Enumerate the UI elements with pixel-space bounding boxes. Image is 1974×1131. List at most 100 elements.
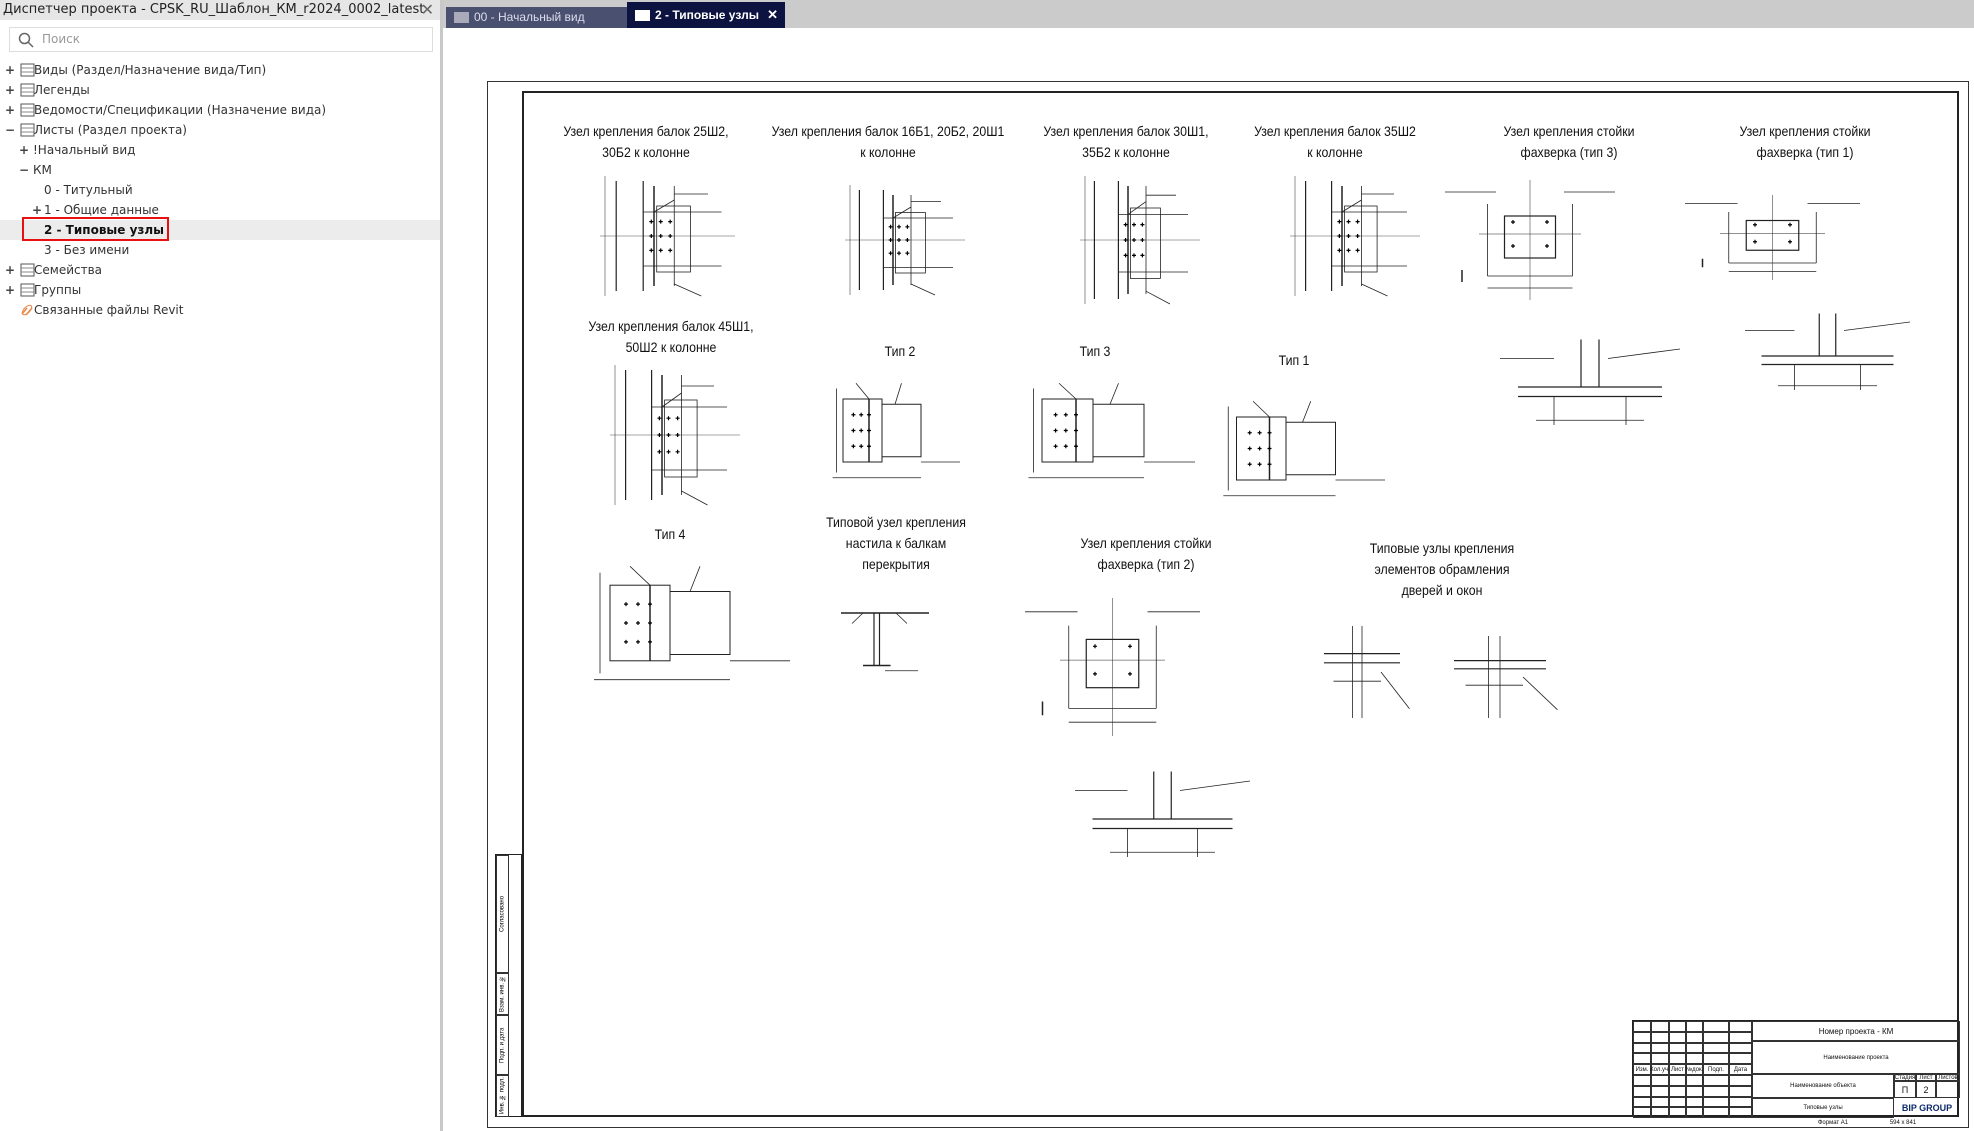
title-block-cell <box>1669 1042 1686 1054</box>
project-number: Номер проекта - КМ <box>1752 1021 1960 1041</box>
tree-item[interactable]: + Группы <box>0 280 440 300</box>
title-block-cell <box>1651 1021 1669 1032</box>
collapse-icon[interactable]: − <box>4 123 16 137</box>
groups-icon <box>20 283 35 297</box>
detail-drawing <box>610 365 740 506</box>
expand-icon[interactable]: + <box>4 83 16 97</box>
title-block-cell <box>1703 1053 1729 1065</box>
tree-item[interactable]: + Ведомости/Спецификации (Назначение вида… <box>0 100 440 120</box>
tree-item[interactable]: + Легенды <box>0 80 440 100</box>
tree-item[interactable]: Связанные файлы Revit <box>0 300 440 320</box>
strip-cell: Взам. инв. № <box>496 973 509 1015</box>
title-block-cell: Кол.уч. <box>1650 1064 1670 1075</box>
expand-icon[interactable]: + <box>4 63 16 77</box>
tree-item[interactable]: +1 - Общие данные <box>0 200 440 220</box>
tree-item-label: Легенды <box>34 83 90 97</box>
tree-item[interactable]: 2 - Типовые узлы <box>0 220 440 240</box>
tab-label: 00 - Начальный вид <box>474 10 585 24</box>
title-block-cell <box>1633 1042 1651 1054</box>
title-block-cell <box>1686 1096 1703 1108</box>
format-label: Формат А1 <box>1817 1120 1849 1126</box>
tree-item-label: Ведомости/Спецификации (Назначение вида) <box>34 103 327 117</box>
detail-drawing <box>1685 195 1860 280</box>
tab-start-view[interactable]: 00 - Начальный вид <box>446 7 627 28</box>
search-placeholder: Поиск <box>42 32 81 46</box>
project-name: Наименование проекта <box>1752 1041 1960 1074</box>
title-block-cell <box>1686 1107 1703 1119</box>
expand-icon[interactable]: + <box>4 283 16 297</box>
title-block-cell <box>1703 1107 1729 1119</box>
detail-title: Тип 3 <box>954 341 1236 362</box>
expand-icon[interactable]: + <box>18 143 30 157</box>
stage-label: Стадия <box>1894 1074 1916 1081</box>
search-input[interactable]: Поиск <box>9 27 433 52</box>
tree-item[interactable]: 0 - Титульный <box>0 180 440 200</box>
close-icon[interactable]: ✕ <box>420 0 434 19</box>
title-block-cell <box>1651 1031 1669 1043</box>
schedules-icon <box>20 103 35 117</box>
title-block-cell <box>1703 1075 1729 1086</box>
title-line: Типовой узел крепления <box>826 514 966 530</box>
object-name: Наименование объекта <box>1752 1074 1894 1098</box>
title-line: элементов обрамления <box>1374 561 1510 577</box>
title-line: Типовые узлы крепления <box>1369 540 1515 556</box>
tree-item-label: !Начальный вид <box>33 143 136 157</box>
tree-item-label: Семейства <box>34 263 103 277</box>
title-block-cell <box>1703 1031 1729 1043</box>
tree-item-label: Связанные файлы Revit <box>34 303 184 317</box>
title-line: фахверка (тип 1) <box>1756 144 1854 160</box>
expand-icon[interactable]: + <box>4 263 16 277</box>
sheet-icon <box>454 12 469 23</box>
title-block-cell <box>1633 1021 1651 1032</box>
title-line: Узел крепления балок 35Ш2 <box>1254 123 1416 139</box>
detail-drawing <box>1223 400 1385 497</box>
detail-drawing <box>1454 636 1558 718</box>
project-browser-title: Диспетчер проекта - CPSK_RU_Шаблон_КМ_r2… <box>0 0 440 20</box>
strip-cell: Согласовано <box>496 855 509 973</box>
tree-item[interactable]: 3 - Без имени <box>0 240 440 260</box>
detail-title: Узел крепления балок 30Ш1,35Б2 к колонне <box>985 121 1267 163</box>
size-label: 594 x 841 <box>1889 1120 1917 1126</box>
title-block-cell <box>1651 1053 1669 1065</box>
tree-item-label: КМ <box>33 163 52 177</box>
expand-icon[interactable]: + <box>4 103 16 117</box>
title-block-cell <box>1729 1107 1752 1119</box>
tree-item-label: Виды (Раздел/Назначение вида/Тип) <box>34 63 267 77</box>
title-block-cell <box>1936 1081 1960 1098</box>
detail-drawing <box>1745 313 1911 390</box>
side-strip: Согласовано Взам. инв. № Подп. и дата Ин… <box>495 854 522 1117</box>
expand-icon[interactable]: + <box>31 203 43 217</box>
title-block-cell <box>1703 1021 1729 1032</box>
tree-item[interactable]: −Листы (Раздел проекта) <box>0 120 440 140</box>
tree-item[interactable]: +!Начальный вид <box>0 140 440 160</box>
tree-item[interactable]: −КМ <box>0 160 440 180</box>
title-block-cell <box>1669 1075 1686 1086</box>
tab-typical-nodes[interactable]: 2 - Типовые узлы✕ <box>627 2 785 28</box>
collapse-icon[interactable]: − <box>18 163 30 177</box>
detail-drawing <box>1324 626 1410 718</box>
tree-item-label: 0 - Титульный <box>44 183 133 197</box>
title-line: Узел крепления балок 16Б1, 20Б2, 20Ш1 <box>771 123 1005 139</box>
close-tab-icon[interactable]: ✕ <box>767 7 778 22</box>
tree-item-label: Группы <box>34 283 82 297</box>
browser-tree: + Виды (Раздел/Назначение вида/Тип) + Леген… <box>0 60 440 320</box>
title-block-cell <box>1669 1085 1686 1097</box>
title-line: Тип 1 <box>1278 352 1310 368</box>
detail-drawing <box>832 382 960 479</box>
title-block-cell <box>1703 1085 1729 1097</box>
title-block-cell: Дата <box>1729 1064 1752 1075</box>
title-line: 50Ш2 к колонне <box>625 339 717 355</box>
title-block-cell <box>1651 1085 1669 1097</box>
title-block-cell <box>1651 1107 1669 1119</box>
tree-item[interactable]: + Семейства <box>0 260 440 280</box>
detail-title: Тип 4 <box>529 524 811 545</box>
tree-item-label: 2 - Типовые узлы <box>44 223 165 237</box>
detail-title: Узел крепления балок 25Ш2,30Б2 к колонне <box>505 121 787 163</box>
title-block-cell <box>1633 1075 1651 1086</box>
strip-cell: Подп. и дата <box>496 1015 509 1075</box>
views-icon <box>20 63 35 77</box>
tree-item[interactable]: + Виды (Раздел/Назначение вида/Тип) <box>0 60 440 80</box>
